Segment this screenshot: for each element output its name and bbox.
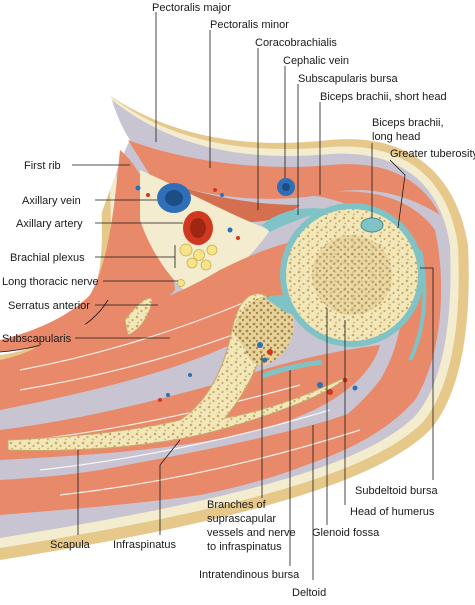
brachial-plexus-nerves xyxy=(177,243,218,287)
label-biceps-long-head-2: long head xyxy=(372,131,420,143)
axillary-vessels xyxy=(157,178,295,245)
deltoid-lower xyxy=(0,395,410,515)
label-suprascapular-1: Branches of xyxy=(207,499,267,511)
small-vessels xyxy=(135,185,358,402)
label-suprascapular-2: suprascapular xyxy=(207,513,276,525)
subscapularis-muscle xyxy=(0,240,300,410)
label-coracobrachialis: Coracobrachialis xyxy=(255,37,337,49)
label-greater-tuberosity: Greater tuberosity xyxy=(390,148,475,160)
label-infraspinatus: Infraspinatus xyxy=(113,539,176,551)
label-pectoralis-minor: Pectoralis minor xyxy=(210,19,289,31)
label-suprascapular-4: to infraspinatus xyxy=(207,541,282,553)
scapula-lateral-mass xyxy=(232,296,294,366)
pectoralis-minor-muscle xyxy=(155,178,300,222)
label-subdeltoid-bursa: Subdeltoid bursa xyxy=(355,485,438,497)
leader-lines xyxy=(72,12,434,580)
label-biceps-long-head-1: Biceps brachii, xyxy=(372,117,444,129)
pectoralis-major-muscle xyxy=(128,140,440,215)
label-biceps-short-head: Biceps brachii, short head xyxy=(320,91,447,103)
subdeltoid-bursa-shape xyxy=(408,249,427,361)
label-cephalic-vein: Cephalic vein xyxy=(283,55,349,67)
label-subscapularis: Subscapularis xyxy=(2,333,72,345)
label-glenoid-fossa: Glenoid fossa xyxy=(312,527,380,539)
label-first-rib: First rib xyxy=(24,160,61,172)
label-suprascapular-3: vessels and nerve xyxy=(207,527,296,539)
serratus-anterior-muscle xyxy=(0,150,175,352)
label-intratendinous-bursa: Intratendinous bursa xyxy=(199,569,300,581)
label-serratus-anterior: Serratus anterior xyxy=(8,300,90,312)
label-deltoid: Deltoid xyxy=(292,587,326,599)
biceps-long-head-tendon xyxy=(360,217,384,233)
label-head-of-humerus: Head of humerus xyxy=(350,506,435,518)
intratendinous-bursa-shape xyxy=(261,359,323,379)
thoracic-wall xyxy=(0,0,130,350)
label-axillary-artery: Axillary artery xyxy=(16,218,83,230)
subscapularis-bursa-shape xyxy=(262,208,330,232)
rib-fragment xyxy=(124,297,153,336)
label-scapula: Scapula xyxy=(50,539,91,551)
label-pectoralis-major: Pectoralis major xyxy=(152,2,231,14)
label-long-thoracic-nerve: Long thoracic nerve xyxy=(2,276,99,288)
humeral-head-core xyxy=(312,235,392,315)
label-axillary-vein: Axillary vein xyxy=(22,195,81,207)
label-brachial-plexus: Brachial plexus xyxy=(10,252,85,264)
label-subscapularis-bursa: Subscapularis bursa xyxy=(298,73,399,85)
